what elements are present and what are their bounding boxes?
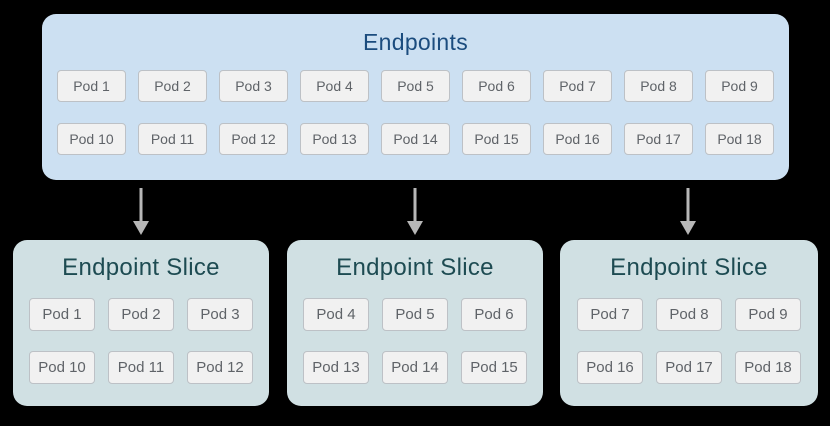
pod-box: Pod 2 — [138, 70, 207, 102]
pod-box: Pod 11 — [108, 351, 174, 384]
arrow-down-icon — [680, 188, 696, 235]
slice-1-pod-row-1: Pod 1 Pod 2 Pod 3 — [29, 298, 253, 331]
pod-box: Pod 10 — [57, 123, 126, 155]
pod-box: Pod 9 — [705, 70, 774, 102]
slice-2-pod-row-1: Pod 4 Pod 5 Pod 6 — [303, 298, 527, 331]
pod-box: Pod 16 — [543, 123, 612, 155]
pod-box: Pod 14 — [381, 123, 450, 155]
pod-box: Pod 4 — [300, 70, 369, 102]
pod-box: Pod 7 — [543, 70, 612, 102]
pod-box: Pod 14 — [382, 351, 448, 384]
pod-box: Pod 13 — [303, 351, 369, 384]
arrow-down-icon — [407, 188, 423, 235]
pod-box: Pod 12 — [187, 351, 253, 384]
arrow-down-icon — [133, 188, 149, 235]
endpoint-slice-title: Endpoint Slice — [62, 254, 220, 281]
pod-box: Pod 18 — [735, 351, 801, 384]
endpoints-pod-row-2: Pod 10 Pod 11 Pod 12 Pod 13 Pod 14 Pod 15 Pod … — [57, 123, 774, 155]
arrow-head — [133, 221, 149, 235]
endpoint-slice-title: Endpoint Slice — [610, 254, 768, 281]
endpoints-box: Endpoints Pod 1 Pod 2 Pod 3 Pod 4 Pod 5 Pod 6… — [42, 14, 789, 180]
endpoints-pod-row-1: Pod 1 Pod 2 Pod 3 Pod 4 Pod 5 Pod 6 Pod 7 Pod 8… — [57, 70, 774, 102]
slice-3-pod-row-2: Pod 16 Pod 17 Pod 18 — [577, 351, 801, 384]
pod-box: Pod 11 — [138, 123, 207, 155]
slice-2-pod-row-2: Pod 13 Pod 14 Pod 15 — [303, 351, 527, 384]
pod-box: Pod 15 — [462, 123, 531, 155]
pod-box: Pod 17 — [656, 351, 722, 384]
pod-box: Pod 7 — [577, 298, 643, 331]
pod-box: Pod 16 — [577, 351, 643, 384]
slice-3-pod-row-1: Pod 7 Pod 8 Pod 9 — [577, 298, 801, 331]
pod-box: Pod 15 — [461, 351, 527, 384]
arrow-head — [407, 221, 423, 235]
pod-box: Pod 8 — [656, 298, 722, 331]
endpoint-slice-title: Endpoint Slice — [336, 254, 494, 281]
pod-box: Pod 10 — [29, 351, 95, 384]
pod-box: Pod 8 — [624, 70, 693, 102]
pod-box: Pod 18 — [705, 123, 774, 155]
pod-box: Pod 5 — [381, 70, 450, 102]
pod-box: Pod 17 — [624, 123, 693, 155]
pod-box: Pod 2 — [108, 298, 174, 331]
pod-box: Pod 3 — [187, 298, 253, 331]
pod-box: Pod 1 — [57, 70, 126, 102]
pod-box: Pod 4 — [303, 298, 369, 331]
arrow-stem — [413, 188, 417, 222]
arrow-stem — [686, 188, 690, 222]
slice-1-pod-row-2: Pod 10 Pod 11 Pod 12 — [29, 351, 253, 384]
arrow-stem — [139, 188, 143, 222]
pod-box: Pod 9 — [735, 298, 801, 331]
pod-box: Pod 6 — [461, 298, 527, 331]
pod-box: Pod 13 — [300, 123, 369, 155]
arrow-head — [680, 221, 696, 235]
pod-box: Pod 6 — [462, 70, 531, 102]
pod-box: Pod 12 — [219, 123, 288, 155]
pod-box: Pod 3 — [219, 70, 288, 102]
pod-box: Pod 5 — [382, 298, 448, 331]
pod-box: Pod 1 — [29, 298, 95, 331]
endpoints-title: Endpoints — [363, 29, 468, 55]
